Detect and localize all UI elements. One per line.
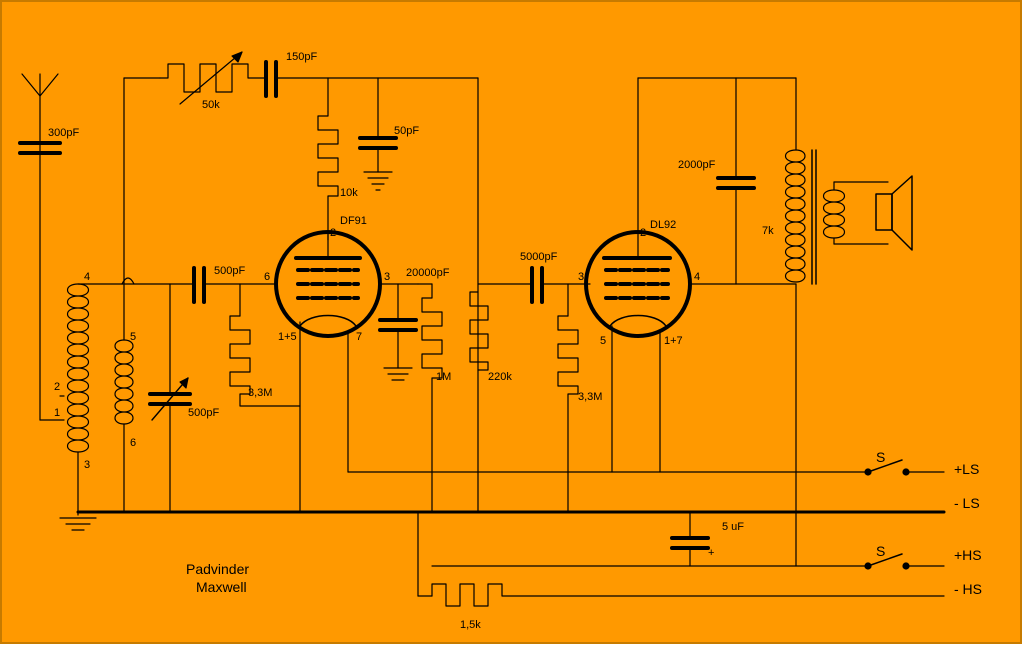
label-c-grid1: 500pF: [214, 265, 245, 277]
label-switch-ls: S: [876, 449, 885, 465]
capacitor-grid1: [192, 266, 206, 304]
switch-hs: [864, 553, 910, 570]
capacitor-tuning: [148, 392, 192, 406]
resistor-220k: [469, 291, 489, 371]
capacitor-20000pf: [378, 318, 418, 332]
coil-primary: [66, 283, 90, 453]
label-c-coupling: 5000pF: [520, 251, 558, 263]
capacitor-2000pf: [716, 176, 756, 190]
label-c-5uf: 5 uF: [722, 521, 744, 533]
label-pin-g15: 1+5: [278, 331, 297, 343]
ground-symbol-top: [363, 171, 393, 191]
label-c-feedback: 150pF: [286, 51, 317, 63]
label-pin-o5: 5: [600, 335, 606, 347]
switch-ls: [864, 459, 910, 476]
resistor-10k: [317, 111, 339, 241]
label-coil-4: 4: [84, 271, 90, 283]
label-rail-mls: - LS: [954, 495, 980, 511]
label-pin-g6: 6: [264, 271, 270, 283]
label-plus-sign: +: [708, 547, 714, 559]
resistor-1m: [421, 283, 443, 513]
label-coil-1: 1: [54, 407, 60, 419]
label-rail-pls: +LS: [954, 461, 979, 477]
label-coil-6: 6: [130, 437, 136, 449]
label-r-220k: 220k: [488, 371, 512, 383]
component-labels: 300pF 50k 150pF 50pF 10k DF91 2 6 3 1 +5 …: [48, 51, 982, 631]
label-pin-o4: 4: [694, 271, 700, 283]
capacitor-150pf: [264, 60, 278, 98]
capacitor-5uf: [670, 536, 710, 550]
capacitor-50pf: [358, 136, 398, 150]
label-transformer: 7k: [762, 225, 774, 237]
coil-secondary: [114, 339, 134, 425]
label-coil-3: 3: [84, 459, 90, 471]
credit-line-2: Maxwell: [196, 579, 247, 595]
label-c-output: 2000pF: [678, 159, 716, 171]
label-c-tuning: 500pF: [188, 407, 219, 419]
label-tube1: DF91: [340, 215, 367, 227]
resistor-3m3-second: [557, 315, 579, 513]
resistor-1k5: [431, 583, 945, 607]
label-r-1m: 1M: [436, 371, 451, 383]
label-switch-hs: S: [876, 543, 885, 559]
label-r-anode1: 10k: [340, 187, 358, 199]
speaker-symbol: [875, 175, 913, 251]
label-r-feedback: 50k: [202, 99, 220, 111]
label-pin-o2: 2: [640, 227, 646, 239]
label-r-bottom: 1,5k: [460, 619, 481, 631]
label-pin-o3: 3: [578, 271, 584, 283]
antenna-symbol: [21, 73, 59, 421]
label-c-ground: 50pF: [394, 125, 419, 137]
capacitor-300pf: [18, 141, 62, 155]
resistor-3m3-first: [229, 315, 301, 407]
label-coil-2: 2: [54, 381, 60, 393]
resistor-50k: [159, 63, 265, 93]
label-coil-5: 5: [130, 331, 136, 343]
label-pin-g2: 2: [330, 227, 336, 239]
transformer-secondary: [822, 189, 846, 239]
label-c-screen1: 20000pF: [406, 267, 450, 279]
label-rail-mhs: - HS: [954, 581, 982, 597]
label-tube2: DL92: [650, 219, 676, 231]
label-pin-o17: 1+7: [664, 335, 683, 347]
label-pin-g3: 3: [384, 271, 390, 283]
label-pin-g7: 7: [356, 331, 362, 343]
label-rail-phs: +HS: [954, 547, 982, 563]
ground-symbol-left: [59, 517, 97, 531]
transformer-primary: [784, 149, 806, 283]
credit-line-1: Padvinder: [186, 561, 249, 577]
ground-symbol-mid: [383, 367, 413, 381]
label-c-antenna: 300pF: [48, 127, 79, 139]
label-r-grid1: 3,3M: [248, 387, 272, 399]
capacitor-5000pf: [530, 266, 544, 304]
label-r-grid2: 3,3M: [578, 391, 602, 403]
